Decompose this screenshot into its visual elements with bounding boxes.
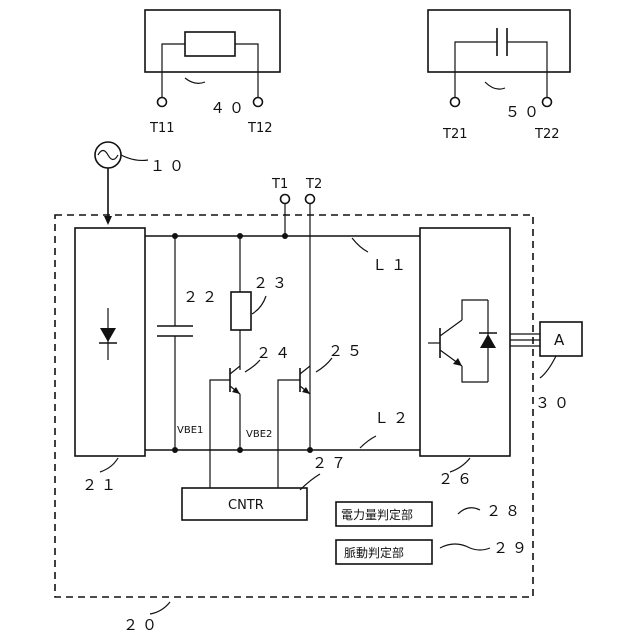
ref-50: ５０ bbox=[505, 103, 543, 121]
terminal-t22-label: T22 bbox=[534, 127, 559, 142]
output-lines bbox=[510, 334, 540, 346]
ref-20: ２０ bbox=[123, 616, 161, 634]
ref-21: ２１ bbox=[82, 476, 120, 494]
terminals-t1-t2: T1 T2 bbox=[271, 177, 322, 450]
ref-28: ２８ bbox=[486, 502, 524, 520]
power-judgment-unit-28: 電力量判定部 ２８ bbox=[336, 502, 524, 526]
leader-20 bbox=[150, 602, 170, 614]
load-30: A ３０ bbox=[535, 322, 582, 412]
ref-40: ４０ bbox=[210, 99, 248, 117]
terminal-t2-label: T2 bbox=[305, 177, 322, 192]
terminal-t11-label: T11 bbox=[149, 121, 174, 136]
controller-label: CNTR bbox=[228, 498, 264, 513]
component-40-resistor: ４０ T11 T12 bbox=[145, 10, 280, 136]
load-label: A bbox=[554, 331, 565, 349]
ref-29: ２９ bbox=[493, 539, 531, 557]
terminal-t12-label: T12 bbox=[247, 121, 272, 136]
vbe2-label: VBE2 bbox=[246, 429, 272, 440]
ref-27: ２７ bbox=[312, 454, 350, 472]
ref-22: ２２ bbox=[183, 288, 221, 306]
ref-25: ２５ bbox=[328, 342, 366, 360]
junction-dots bbox=[172, 233, 313, 453]
transistor-24: ２４ VBE2 bbox=[210, 344, 294, 488]
enclosure-20 bbox=[55, 215, 533, 597]
capacitor-22: ２２ VBE1 bbox=[157, 236, 221, 450]
pulsation-judgment-label: 脈動判定部 bbox=[344, 545, 404, 560]
component-50-capacitor: ５０ T21 T22 bbox=[428, 10, 570, 142]
ref-30: ３０ bbox=[535, 394, 573, 412]
ref-10: １０ bbox=[150, 157, 188, 175]
power-judgment-label: 電力量判定部 bbox=[341, 507, 413, 522]
controller-27: CNTR ２７ bbox=[182, 454, 350, 520]
ref-24: ２４ bbox=[256, 344, 294, 362]
label-l1: Ｌ１ bbox=[372, 256, 410, 274]
ref-23: ２３ bbox=[253, 274, 291, 292]
terminal-t21-label: T21 bbox=[442, 127, 467, 142]
ac-source-10: １０ bbox=[95, 142, 188, 225]
terminal-t1-label: T1 bbox=[271, 177, 288, 192]
label-l2: Ｌ２ bbox=[374, 409, 412, 427]
vbe1-label: VBE1 bbox=[177, 425, 203, 436]
inverter-26: ２６ bbox=[420, 228, 510, 488]
pulsation-judgment-unit-29: 脈動判定部 ２９ bbox=[336, 539, 531, 564]
rectifier-21: ２１ bbox=[75, 228, 145, 494]
ref-26: ２６ bbox=[438, 470, 476, 488]
